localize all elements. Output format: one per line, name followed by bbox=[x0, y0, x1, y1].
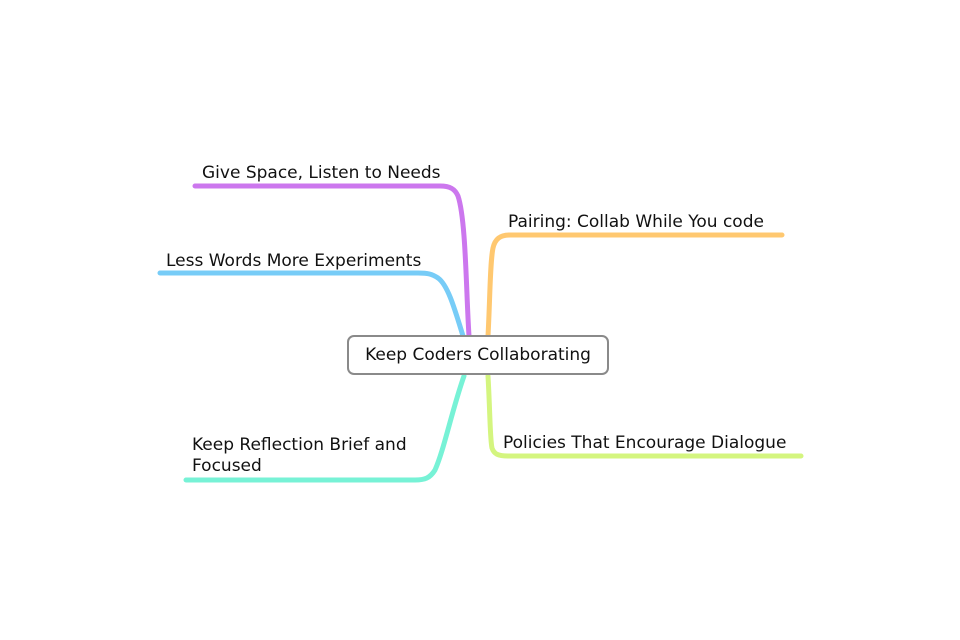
branch-line-give-space bbox=[192, 183, 472, 339]
branch-label-keep-reflection[interactable]: Keep Reflection Brief and Focused bbox=[192, 435, 407, 476]
branch-label-policies[interactable]: Policies That Encourage Dialogue bbox=[503, 433, 787, 453]
branch-label-give-space[interactable]: Give Space, Listen to Needs bbox=[202, 163, 441, 183]
branch-line-less-words bbox=[157, 270, 466, 339]
central-topic-node[interactable]: Keep Coders Collaborating bbox=[347, 335, 609, 375]
branch-line-policies bbox=[485, 373, 804, 459]
branch-line-pairing bbox=[485, 232, 785, 339]
branch-label-less-words[interactable]: Less Words More Experiments bbox=[166, 251, 422, 271]
central-topic-label: Keep Coders Collaborating bbox=[365, 345, 591, 365]
branch-label-pairing[interactable]: Pairing: Collab While You code bbox=[508, 212, 764, 232]
branch-line-keep-reflection bbox=[183, 373, 467, 483]
